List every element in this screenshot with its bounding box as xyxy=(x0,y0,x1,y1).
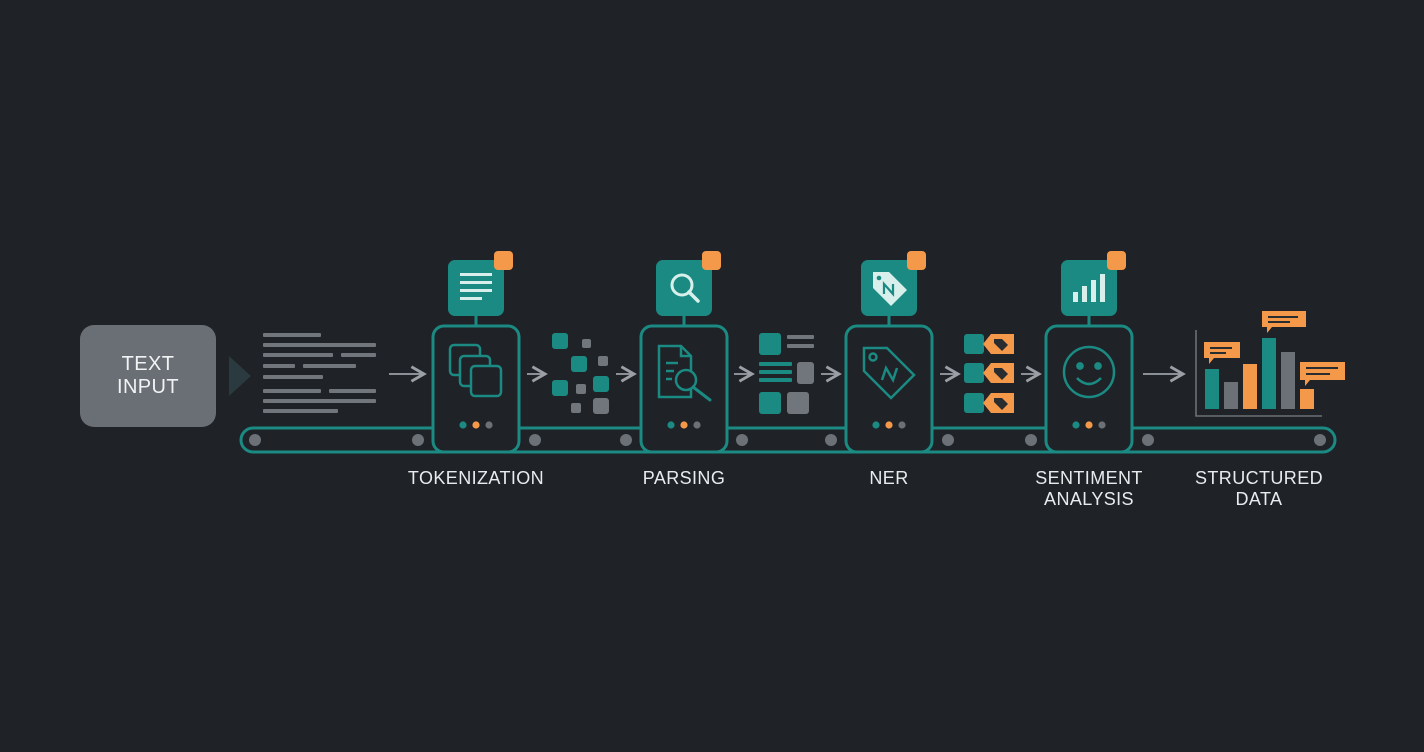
label-parsing: PARSING xyxy=(642,468,726,488)
entity-tags-icon xyxy=(964,334,1014,413)
stage-parsing xyxy=(639,251,729,454)
status-dots xyxy=(667,421,701,429)
stage-sentiment xyxy=(1044,251,1134,454)
token-squares-icon xyxy=(552,333,609,414)
status-dots xyxy=(1072,421,1106,429)
stacked-pages-icon xyxy=(448,343,503,398)
raw-text-lines-icon xyxy=(263,333,376,413)
conveyor-belt xyxy=(239,426,1337,454)
magnifier-icon xyxy=(656,251,721,316)
tag-icon xyxy=(861,251,926,316)
smiley-icon xyxy=(1062,345,1116,399)
document-lines-icon xyxy=(448,251,513,316)
stage-ner xyxy=(844,251,934,454)
label-structured-data: STRUCTURED DATA xyxy=(1195,468,1323,509)
speech-bubble-icon xyxy=(1262,311,1306,333)
speech-bubble-icon xyxy=(1204,342,1240,364)
label-sentiment-analysis: SENTIMENT ANALYSIS xyxy=(1035,468,1143,509)
status-dots xyxy=(872,421,906,429)
tag-outline-icon xyxy=(862,346,916,400)
status-dots xyxy=(459,421,493,429)
input-chevron-icon xyxy=(229,356,251,396)
bar-chart-with-callouts-icon xyxy=(1195,311,1345,417)
text-input-box: TEXT INPUT xyxy=(80,325,216,427)
document-search-icon xyxy=(657,344,712,402)
text-input-label: TEXT INPUT xyxy=(117,353,179,398)
label-tokenization: TOKENIZATION xyxy=(407,468,545,488)
speech-bubble-icon xyxy=(1300,362,1345,386)
parse-tree-blocks-icon xyxy=(759,333,814,414)
bar-chart-icon xyxy=(1061,251,1126,316)
stage-tokenization xyxy=(431,251,521,454)
label-ner: NER xyxy=(869,468,909,488)
